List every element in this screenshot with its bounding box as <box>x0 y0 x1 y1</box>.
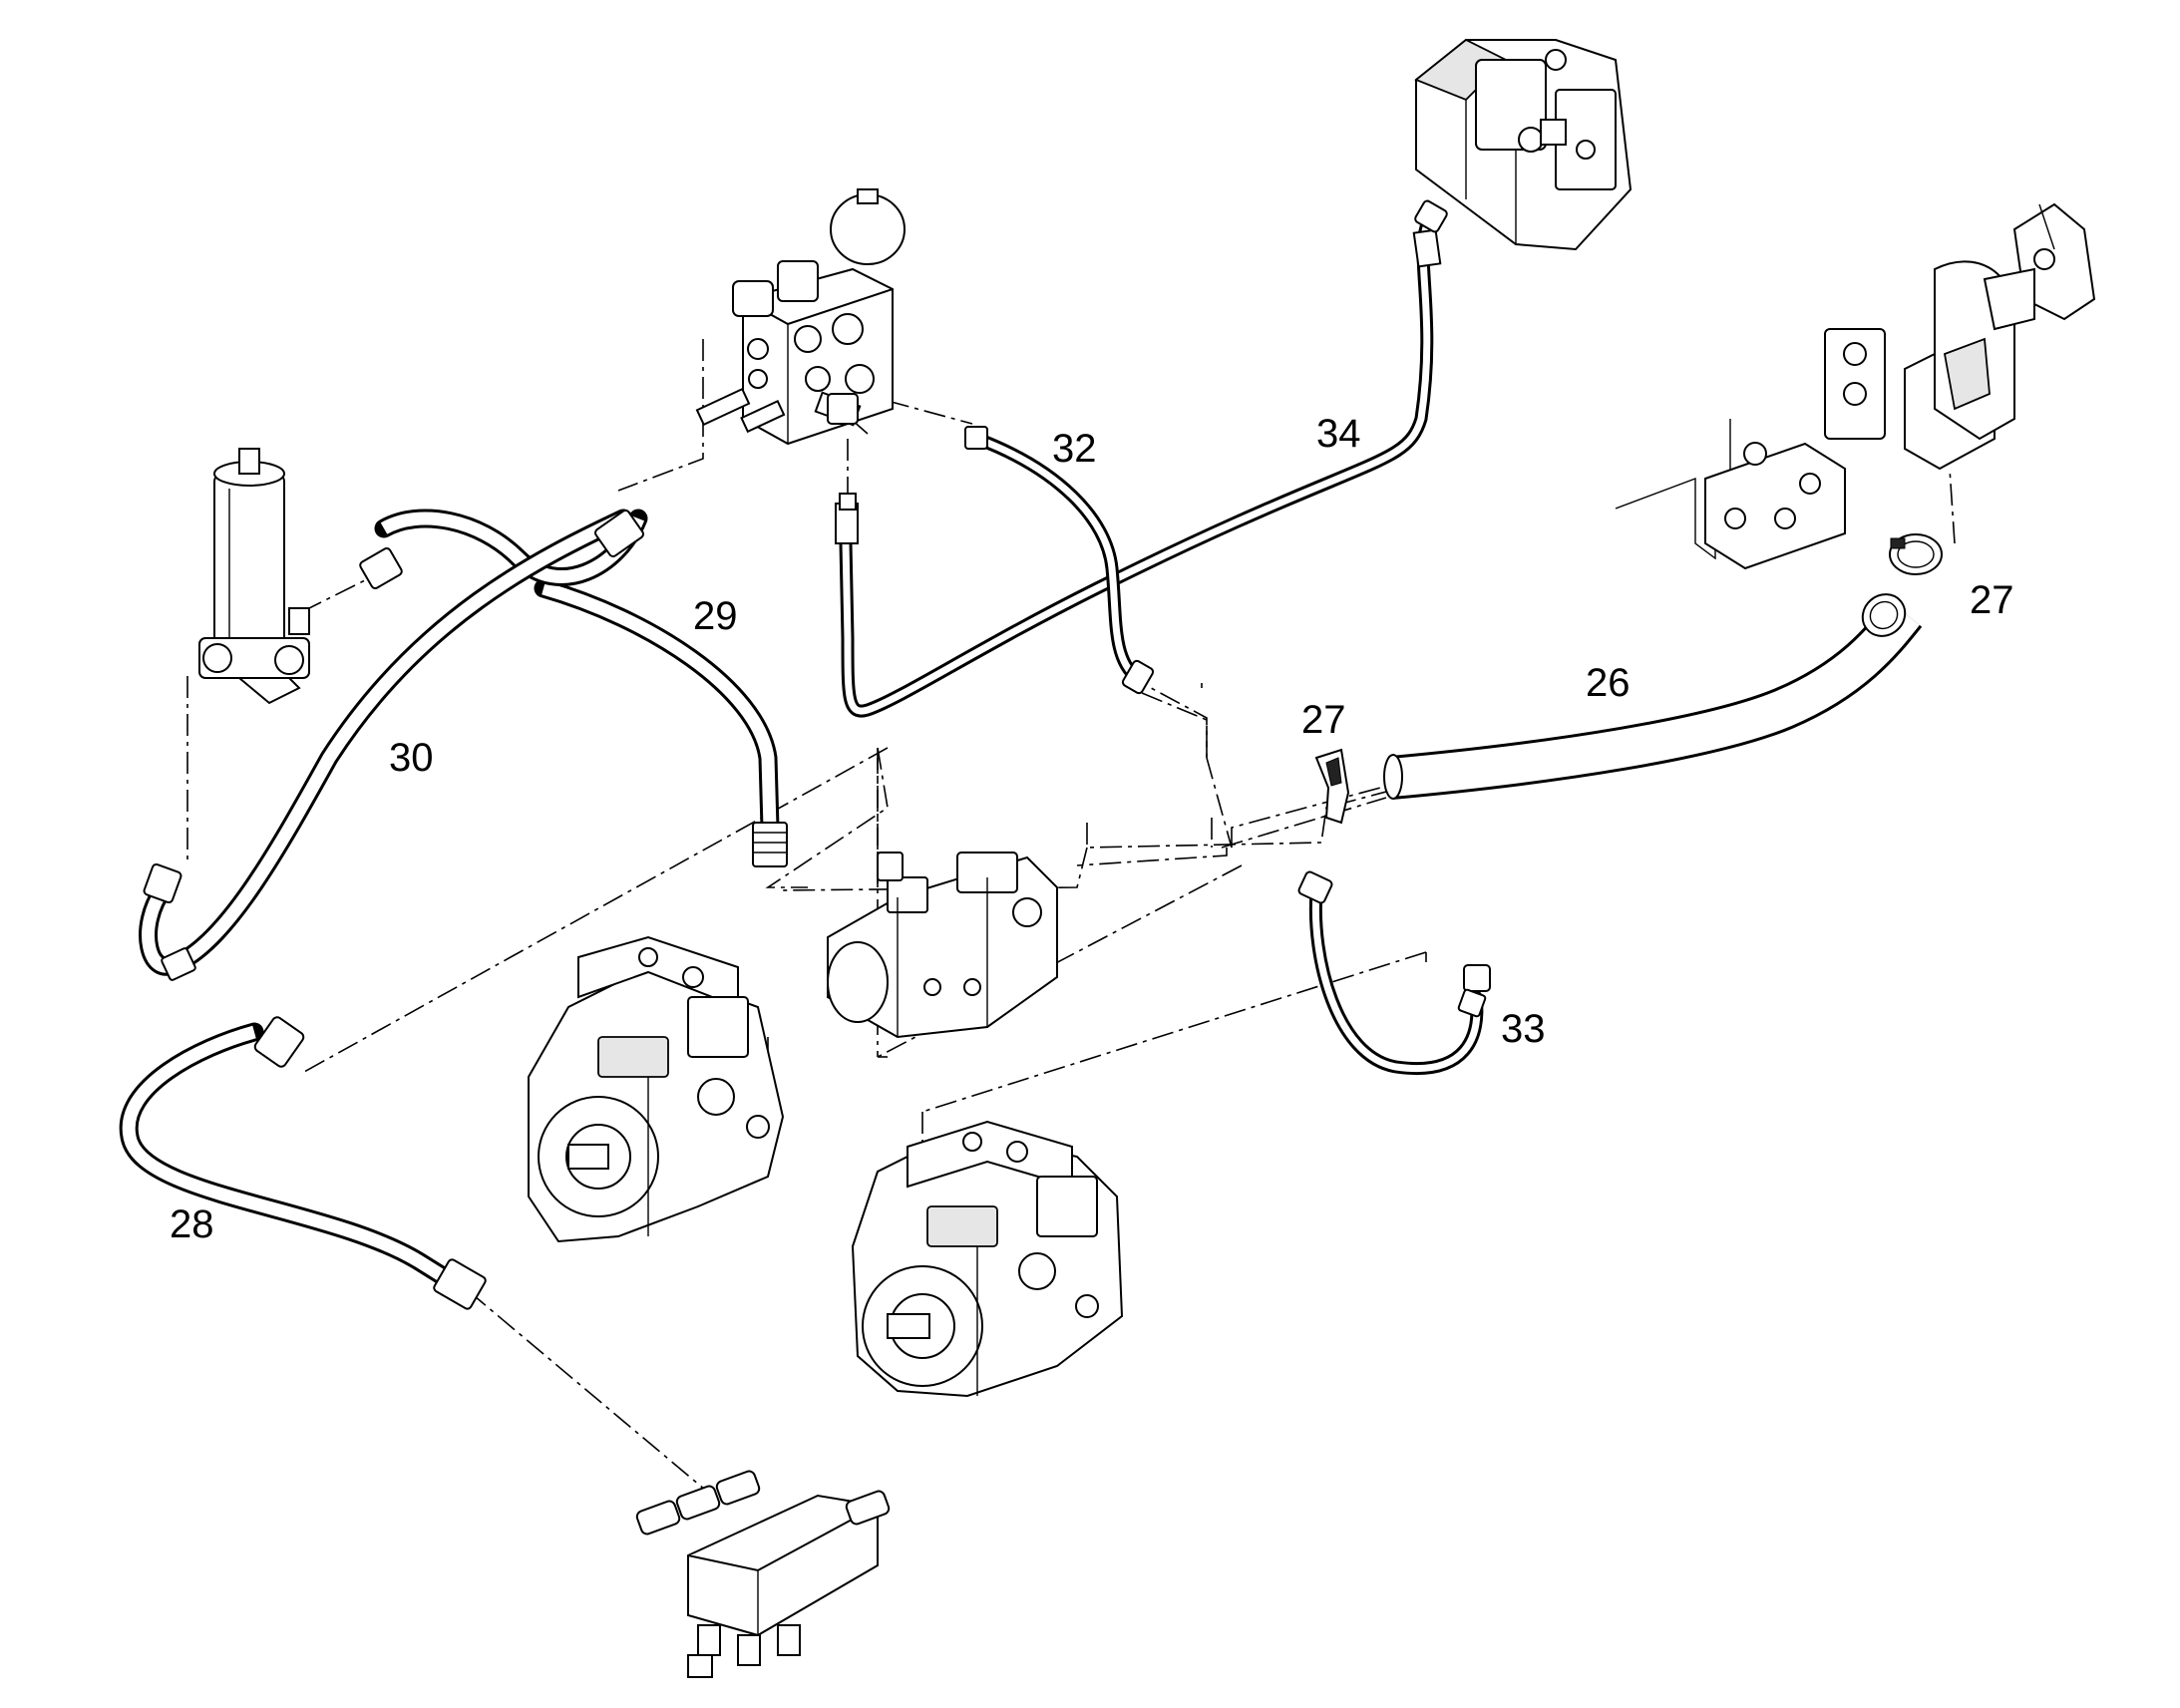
pump-left <box>528 935 785 1243</box>
hose-29[interactable] <box>534 578 788 867</box>
clamp-27-top[interactable] <box>1889 533 1943 575</box>
callout-34[interactable]: 34 <box>1316 412 1361 456</box>
callout-27-mid[interactable]: 27 <box>1301 698 1346 742</box>
clamp-27-mid[interactable] <box>1314 748 1350 825</box>
pump-right <box>851 1120 1124 1398</box>
hose-34[interactable] <box>835 199 1448 718</box>
hose-26[interactable] <box>1383 586 1923 800</box>
callout-27-top[interactable]: 27 <box>1970 578 2014 622</box>
pump-center <box>827 852 1058 1039</box>
callout-30[interactable]: 30 <box>389 736 434 780</box>
callout-26[interactable]: 26 <box>1586 661 1631 705</box>
hose-30[interactable] <box>139 509 648 981</box>
valve-block <box>695 188 906 446</box>
hose-33[interactable] <box>1297 870 1491 1075</box>
engine-assembly <box>1615 202 2096 570</box>
filter-canister <box>198 448 310 705</box>
hose-32[interactable] <box>964 426 1155 695</box>
hose-28[interactable] <box>119 1015 487 1310</box>
callout-29[interactable]: 29 <box>693 594 738 638</box>
callout-33[interactable]: 33 <box>1501 1007 1546 1051</box>
callout-32[interactable]: 32 <box>1052 427 1097 471</box>
manifold-bottom <box>635 1470 891 1678</box>
callout-28[interactable]: 28 <box>170 1202 214 1246</box>
pump-top-right <box>1414 38 1633 251</box>
